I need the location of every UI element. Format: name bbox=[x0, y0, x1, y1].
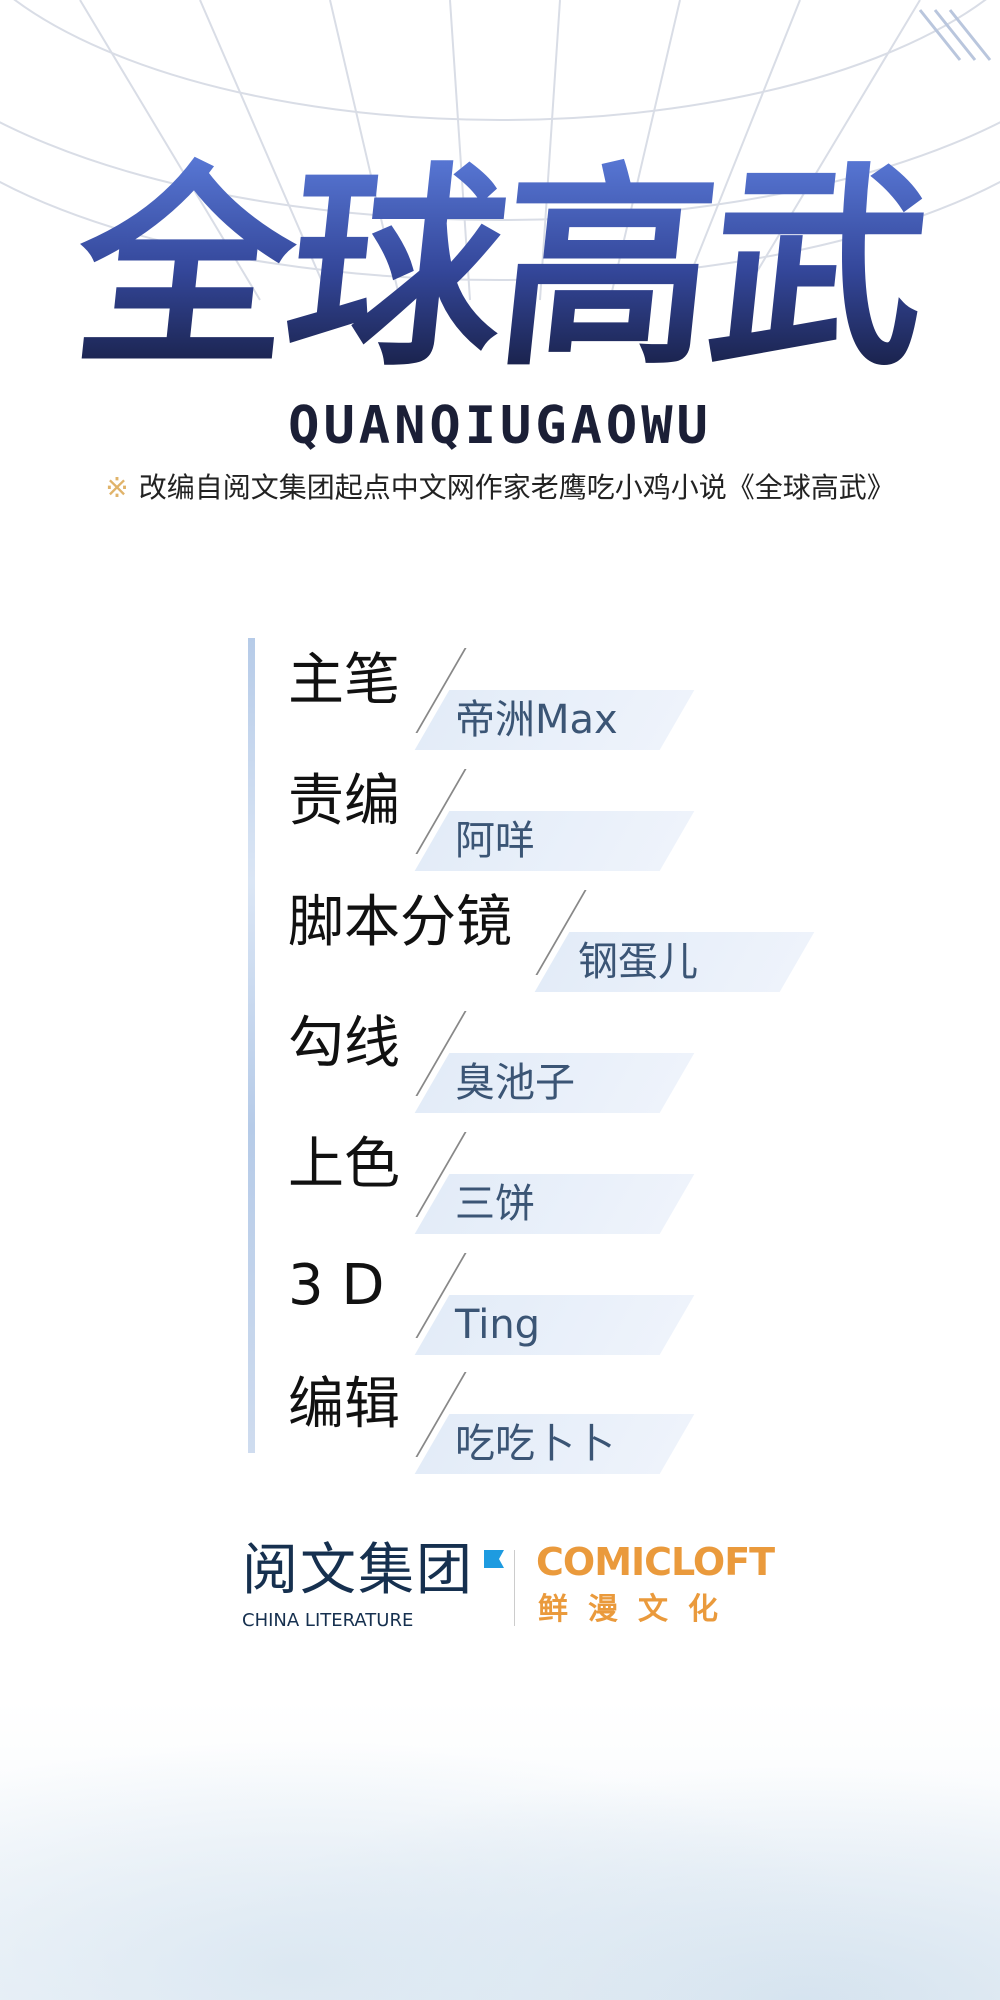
credit-role: 3 D bbox=[288, 1253, 385, 1318]
credit-role: 勾线 bbox=[288, 1011, 400, 1076]
comic-title-logo: 全球高武 bbox=[0, 144, 1000, 395]
title-pinyin: QUANQIUGAOWU bbox=[288, 396, 712, 456]
cloud-background bbox=[0, 1700, 1000, 2000]
logo-divider bbox=[514, 1550, 515, 1626]
credit-name: 帝洲Max bbox=[455, 697, 618, 743]
credit-name: 吃吃卜卜 bbox=[455, 1421, 615, 1467]
credit-name: Ting bbox=[455, 1302, 541, 1348]
credit-name: 阿咩 bbox=[455, 818, 535, 864]
adaptation-note: ※ 改编自阅文集团起点中文网作家老鹰吃小鸡小说《全球高武》 bbox=[0, 470, 1000, 506]
credit-row: 编辑 吃吃卜卜 bbox=[0, 1362, 1000, 1482]
publisher-logos: 阅文集团 CHINA LITERATURE COMICLOFT 鲜漫文化 bbox=[0, 1540, 1000, 1650]
credit-role: 编辑 bbox=[288, 1372, 400, 1437]
credit-role: 责编 bbox=[288, 769, 400, 834]
credit-role: 上色 bbox=[288, 1132, 400, 1197]
comicloft-logo-text: COMICLOFT bbox=[536, 1540, 775, 1584]
credit-row: 责编 阿咩 bbox=[0, 759, 1000, 879]
credit-role: 脚本分镜 bbox=[288, 890, 512, 955]
china-literature-english: CHINA LITERATURE bbox=[242, 1610, 414, 1631]
comicloft-chinese: 鲜漫文化 bbox=[538, 1592, 738, 1627]
credit-row: 脚本分镜 钢蛋儿 bbox=[0, 880, 1000, 1000]
china-literature-logo-text: 阅文集团 bbox=[242, 1538, 474, 1603]
credits-side-bar bbox=[248, 638, 255, 1453]
credit-role: 主笔 bbox=[288, 648, 400, 713]
reference-mark-icon: ※ bbox=[105, 471, 129, 504]
credit-name: 臭池子 bbox=[455, 1060, 575, 1106]
credit-row: 3 D Ting bbox=[0, 1243, 1000, 1363]
credit-row: 勾线 臭池子 bbox=[0, 1001, 1000, 1121]
credit-row: 上色 三饼 bbox=[0, 1122, 1000, 1242]
flag-icon bbox=[484, 1550, 504, 1568]
globe-grid-background bbox=[0, 0, 1000, 301]
credit-row: 主笔 帝洲Max bbox=[0, 638, 1000, 758]
adaptation-text: 改编自阅文集团起点中文网作家老鹰吃小鸡小说《全球高武》 bbox=[138, 471, 895, 504]
credit-name: 三饼 bbox=[455, 1181, 535, 1227]
credit-name: 钢蛋儿 bbox=[578, 939, 698, 985]
